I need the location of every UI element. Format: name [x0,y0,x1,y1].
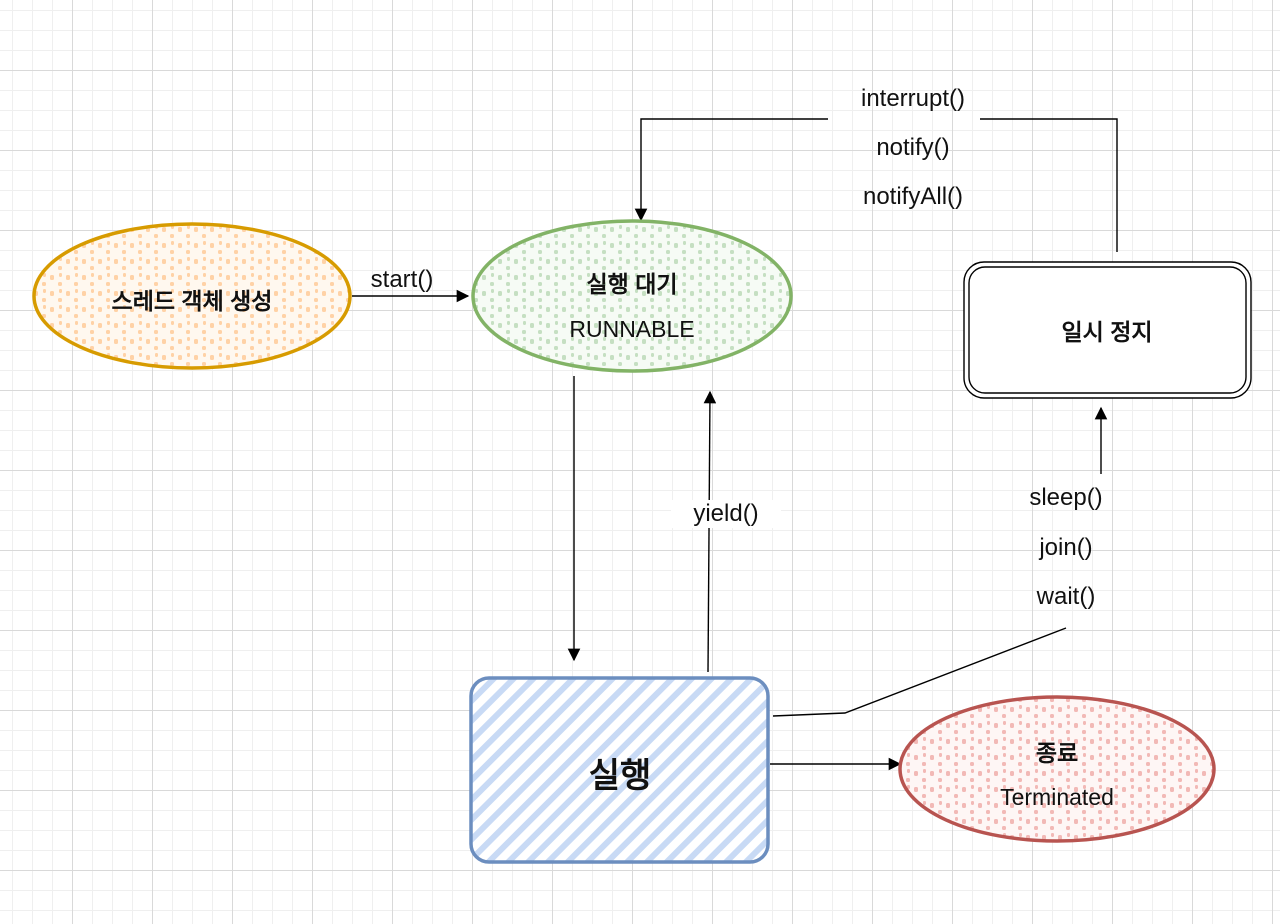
resume-edge [980,118,1118,252]
paused-node-title: 일시 정지 [1061,319,1153,345]
runnable-node-title: 실행 대기 [586,271,678,297]
node-paused [963,261,1252,399]
yield-edge-label: yield() [671,500,781,528]
runnable-node-subtitle: RUNNABLE [569,316,695,342]
pause-edge-label-sleep: sleep() [1029,484,1103,511]
pause-edge [772,627,1067,717]
start-edge-label: start() [370,266,434,293]
resume-edge-label-notifyall: notifyAll() [862,183,964,210]
terminated-node-title: 종료 [1035,740,1079,766]
node-create [32,222,352,370]
node-runnable [471,219,793,373]
resume-edge-arrow [634,118,828,222]
node-terminated [898,695,1216,843]
pause-edge-label-join: join() [1039,534,1093,561]
resume-edge-label-interrupt: interrupt() [860,85,966,112]
yield-edge [703,390,717,673]
node-running [469,676,770,864]
resume-edge-label-notify: notify() [876,134,950,161]
terminated-node-subtitle: Terminated [1000,784,1114,810]
create-node-title: 스레드 객체 생성 [111,288,273,314]
running-node-title: 실행 [588,757,652,795]
pause-edge-label-wait: wait() [1036,583,1096,610]
